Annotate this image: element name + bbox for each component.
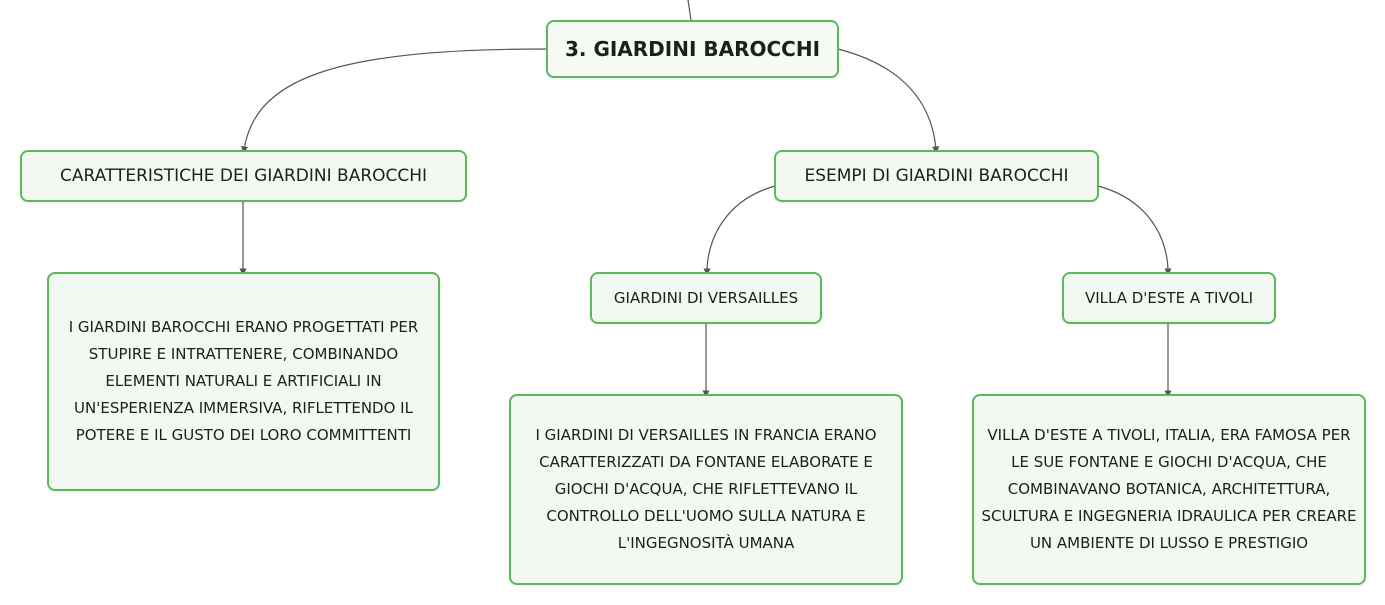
detail-node-caratteristiche[interactable]: I GIARDINI BAROCCHI ERANO PROGETTATI PER… bbox=[47, 272, 440, 491]
topic-node-esempi[interactable]: ESEMPI DI GIARDINI BAROCCHI bbox=[774, 150, 1099, 202]
topic-node-esempi-label: ESEMPI DI GIARDINI BAROCCHI bbox=[804, 166, 1069, 186]
topic-node-caratteristiche[interactable]: CARATTERISTICHE DEI GIARDINI BAROCCHI bbox=[20, 150, 467, 202]
detail-node-villa-deste-text: VILLA D'ESTE A TIVOLI, ITALIA, ERA FAMOS… bbox=[981, 426, 1357, 552]
subtopic-node-villa-deste-label: VILLA D'ESTE A TIVOLI bbox=[1084, 289, 1254, 307]
subtopic-node-versailles-label: GIARDINI DI VERSAILLES bbox=[613, 289, 799, 307]
subtopic-node-villa-deste[interactable]: VILLA D'ESTE A TIVOLI bbox=[1062, 272, 1276, 324]
detail-node-caratteristiche-text: I GIARDINI BAROCCHI ERANO PROGETTATI PER… bbox=[68, 318, 419, 444]
root-node-label: 3. GIARDINI BAROCCHI bbox=[564, 37, 821, 61]
topic-node-caratteristiche-label: CARATTERISTICHE DEI GIARDINI BAROCCHI bbox=[59, 166, 428, 186]
connector-esempi-to-versailles bbox=[703, 185, 776, 276]
connector-parent-to-root bbox=[687, 0, 692, 21]
connector-root-to-caratteristiche bbox=[241, 48, 547, 154]
root-node[interactable]: 3. GIARDINI BAROCCHI bbox=[546, 20, 839, 78]
connector-esempi-to-villa-deste bbox=[1097, 185, 1172, 276]
detail-node-villa-deste[interactable]: VILLA D'ESTE A TIVOLI, ITALIA, ERA FAMOS… bbox=[972, 394, 1366, 585]
detail-node-versailles-text: I GIARDINI DI VERSAILLES IN FRANCIA ERAN… bbox=[535, 426, 877, 552]
detail-node-versailles[interactable]: I GIARDINI DI VERSAILLES IN FRANCIA ERAN… bbox=[509, 394, 903, 585]
connector-root-to-esempi bbox=[837, 48, 940, 154]
subtopic-node-versailles[interactable]: GIARDINI DI VERSAILLES bbox=[590, 272, 822, 324]
